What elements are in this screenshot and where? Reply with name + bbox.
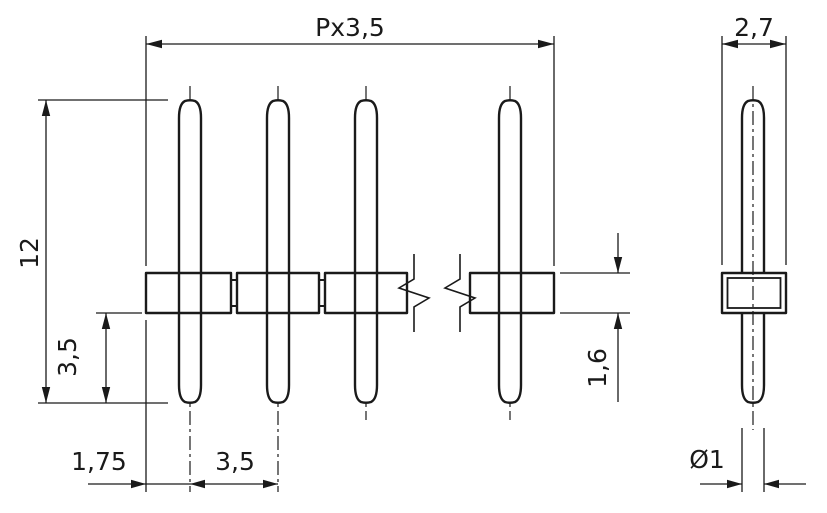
side-pin	[740, 99, 766, 404]
body-block-3	[323, 271, 409, 315]
front-view	[144, 86, 556, 492]
break-line-right	[443, 254, 477, 332]
insulator-body	[144, 271, 556, 315]
arrowhead	[538, 39, 554, 49]
pin-2	[265, 99, 291, 404]
side-body-inner	[726, 277, 782, 309]
dim-label-pin-diameter: Ø1	[689, 445, 725, 474]
arrowhead	[146, 39, 162, 49]
dimensions: Px3,5 12 3,5 1,75 3,5	[15, 13, 806, 492]
arrowhead	[727, 479, 742, 489]
dim-label-pin-length: 12	[15, 237, 44, 269]
arrowhead	[764, 479, 779, 489]
dim-label-body-width: 2,7	[734, 13, 774, 42]
arrowhead	[722, 39, 738, 49]
dimension-tail-length: 3,5	[53, 312, 142, 403]
arrowhead	[131, 479, 146, 489]
arrowhead	[613, 313, 623, 329]
side-view	[720, 86, 788, 430]
dimension-end-margin-and-pitch: 1,75 3,5	[71, 320, 278, 492]
arrowhead	[41, 100, 51, 116]
dim-label-pitch: 3,5	[215, 447, 255, 476]
dimension-body-width: 2,7	[721, 13, 787, 265]
dim-label-body-thickness: 1,6	[583, 348, 612, 388]
pin-3	[353, 99, 379, 404]
dim-label-overall-length: Px3,5	[315, 13, 385, 42]
dimension-body-thickness: 1,6	[560, 233, 630, 402]
dimension-pin-diameter: Ø1	[689, 428, 806, 492]
pins	[177, 99, 523, 404]
arrowhead	[263, 479, 278, 489]
body-block-4	[468, 271, 556, 315]
arrowhead	[770, 39, 786, 49]
pin-1	[177, 99, 203, 404]
break-line-left	[397, 254, 431, 332]
arrowhead	[613, 257, 623, 273]
arrowhead	[41, 387, 51, 403]
arrowhead	[190, 479, 205, 489]
side-body-outer	[720, 271, 788, 315]
break-symbol	[397, 254, 477, 332]
dimension-overall-length: Px3,5	[145, 13, 555, 266]
body-block-2	[235, 271, 321, 315]
arrowhead	[101, 387, 111, 403]
body-block-1	[144, 271, 233, 315]
dim-label-end-margin: 1,75	[71, 447, 127, 476]
dim-label-tail-length: 3,5	[53, 337, 82, 377]
pin-4	[497, 99, 523, 404]
arrowhead	[101, 313, 111, 329]
dimension-pin-length: 12	[15, 99, 168, 404]
